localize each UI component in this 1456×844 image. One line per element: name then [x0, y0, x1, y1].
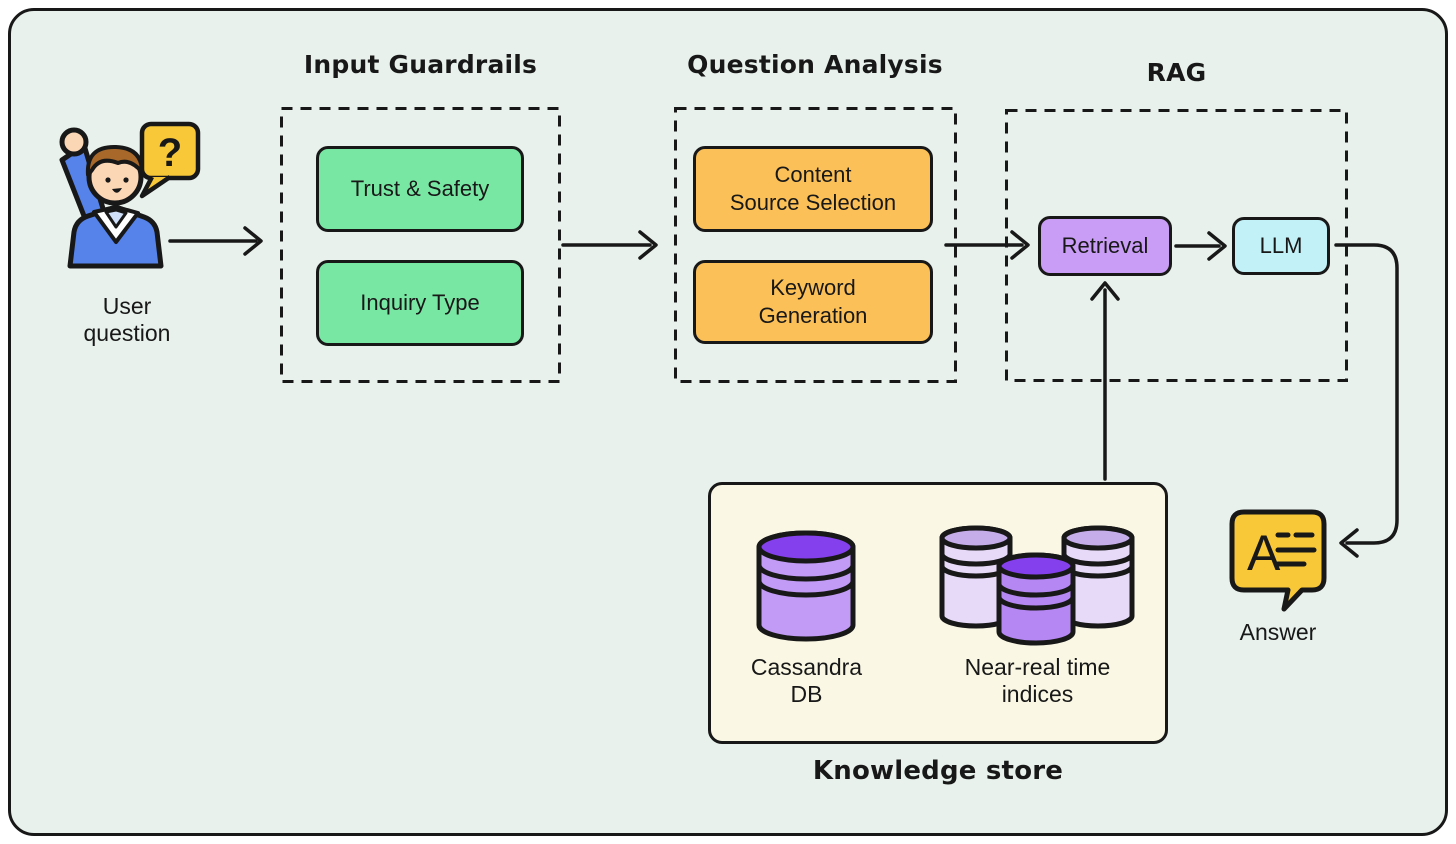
- index-db-right-top: [1061, 525, 1135, 551]
- answer-bubble-icon: A: [1229, 509, 1327, 612]
- arrow-user-to-guardrails-head: [243, 226, 263, 256]
- inquiry-type-box: Inquiry Type: [316, 260, 524, 346]
- index-db-front-band-1: [996, 583, 1076, 598]
- index-db-left-top: [939, 525, 1013, 551]
- cassandra-db-icon: [756, 530, 856, 642]
- content-source-selection-box: Content Source Selection: [693, 146, 933, 232]
- indices-cluster-icon: [939, 525, 1135, 646]
- answer-label: Answer: [1239, 619, 1317, 645]
- input-guardrails-title: Input Guardrails: [303, 50, 538, 79]
- arrow-knowledge-to-retrieval-head: [1090, 281, 1120, 301]
- retrieval-box: Retrieval: [1038, 216, 1172, 276]
- db-band-1: [756, 564, 856, 582]
- question-bubble-glyph: ?: [158, 131, 182, 175]
- keyword-generation-box: Keyword Generation: [693, 260, 933, 344]
- arrow-llm-to-answer-head: [1339, 528, 1359, 558]
- arrow-analysis-to-rag-head: [1010, 230, 1030, 260]
- llm-box: LLM: [1232, 217, 1330, 275]
- user-icon: ?: [59, 121, 201, 269]
- knowledge-store-title: Knowledge store: [812, 756, 1064, 786]
- arrow-guardrails-to-analysis-head: [638, 230, 658, 260]
- user-question-label: User question: [83, 293, 171, 346]
- db-band-2: [756, 580, 856, 598]
- arrow-llm-to-answer: [1334, 243, 1399, 545]
- user-mouth: [112, 188, 122, 193]
- user-eye-left: [105, 177, 111, 183]
- answer-bubble-glyph: A: [1247, 525, 1281, 581]
- question-analysis-boundary: [674, 107, 957, 383]
- trust-safety-box: Trust & Safety: [316, 146, 524, 232]
- question-bubble-tail: [139, 175, 172, 199]
- indices-label: Near-real time indices: [964, 654, 1111, 707]
- index-db-front-band-2: [996, 596, 1076, 611]
- answer-text-lines: [1275, 532, 1317, 567]
- index-db-front-top: [996, 552, 1076, 580]
- user-eye-right: [123, 177, 129, 183]
- user-hand: [59, 127, 89, 157]
- question-analysis-title: Question Analysis: [687, 50, 943, 79]
- arrow-retrieval-to-llm-head: [1207, 231, 1227, 261]
- input-guardrails-boundary: [280, 107, 561, 383]
- cassandra-db-label: Cassandra DB: [750, 654, 863, 707]
- db-cylinder-top: [756, 530, 856, 564]
- user-shirt: [104, 208, 128, 229]
- rag-title: RAG: [1146, 58, 1207, 87]
